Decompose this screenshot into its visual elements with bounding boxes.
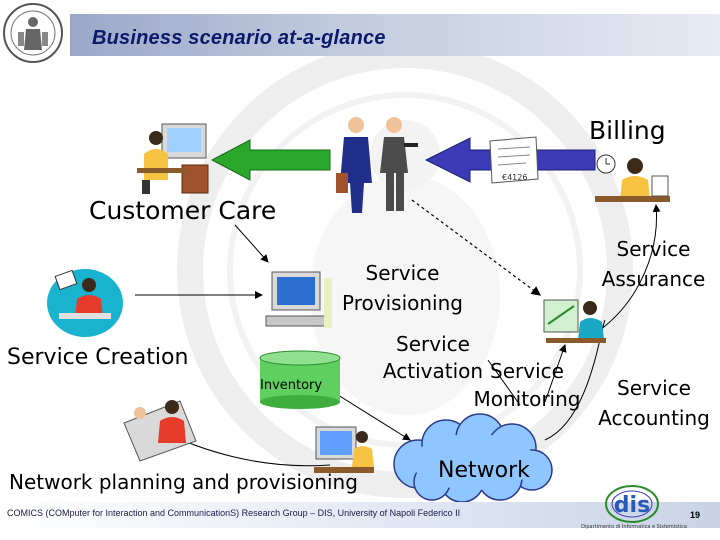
- service-provisioning-label: Service Provisioning: [340, 258, 465, 318]
- service-assurance-line1: Service: [616, 237, 691, 261]
- service-monitoring-line2: Monitoring: [473, 387, 581, 411]
- service-creation-label: Service Creation: [7, 345, 189, 370]
- service-activation-label: Service Activation: [378, 331, 488, 385]
- dis-logo: dis Dipartimento di Informatica e Sistem…: [581, 485, 687, 530]
- service-activation-line1: Service: [396, 332, 470, 356]
- service-accounting-line1: Service: [617, 376, 691, 400]
- dis-logo-text: dis: [614, 493, 650, 518]
- customer-care-clipart: [137, 123, 209, 194]
- billing-label: Billing: [589, 116, 666, 145]
- title-band: [70, 14, 720, 56]
- customer-care-label: Customer Care: [89, 196, 277, 225]
- service-creation-clipart: [47, 269, 123, 337]
- footer-text: COMICS (COMputer for Interaction and Com…: [7, 508, 461, 518]
- billing-clipart: [595, 154, 670, 202]
- service-monitoring-label: Service Monitoring: [468, 357, 586, 413]
- university-seal-logo: [3, 3, 63, 63]
- service-assurance-clipart: [543, 299, 606, 343]
- network-planning-label: Network planning and provisioning: [9, 470, 358, 494]
- network-label: Network: [438, 458, 530, 483]
- service-activation-line2: Activation: [382, 359, 484, 383]
- green-arrow: [210, 139, 331, 181]
- slide-title: Business scenario at-a-glance: [92, 27, 386, 49]
- service-accounting-line2: Accounting: [598, 406, 710, 430]
- provisioning-computer-clipart: [265, 271, 332, 328]
- service-assurance-line2: Assurance: [601, 267, 706, 291]
- inventory-label: Inventory: [260, 378, 323, 393]
- monitoring-computer-clipart: [314, 426, 374, 473]
- footer-band: [0, 502, 720, 528]
- invoice-scroll: [489, 136, 539, 184]
- invoice-number: €4126: [502, 173, 528, 182]
- network-cloud: [393, 413, 553, 503]
- service-assurance-label: Service Assurance: [596, 234, 711, 294]
- service-provisioning-line1: Service: [365, 261, 440, 285]
- service-monitoring-line1: Service: [490, 359, 564, 383]
- service-accounting-label: Service Accounting: [594, 373, 714, 433]
- service-provisioning-line2: Provisioning: [342, 291, 463, 315]
- inventory-database: [259, 350, 341, 409]
- dis-logo-caption: Dipartimento di Informatica e Sistemisti…: [581, 524, 687, 530]
- page-number: 19: [690, 510, 701, 520]
- business-people-clipart: [336, 117, 418, 213]
- network-planning-clipart: [123, 400, 197, 462]
